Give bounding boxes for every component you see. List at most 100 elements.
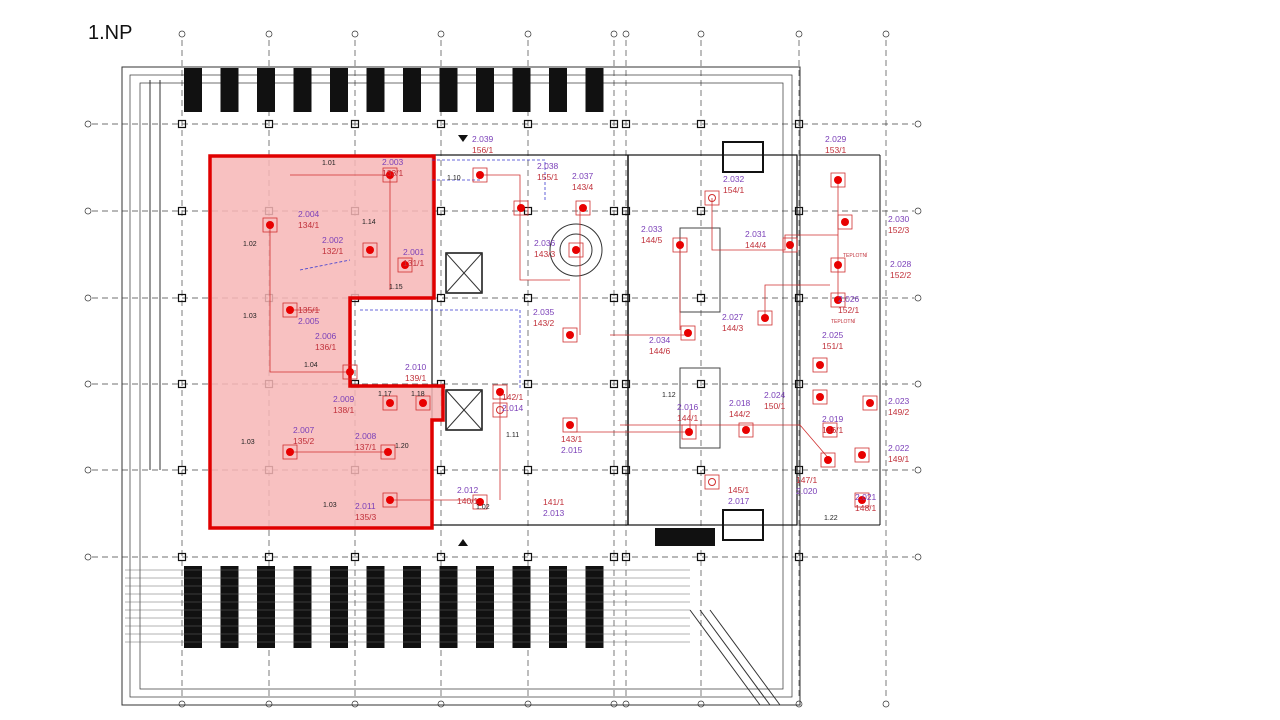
sensor-box — [704, 474, 720, 490]
grid-marker — [437, 700, 445, 708]
sensor-dot-icon — [476, 171, 484, 179]
column — [523, 552, 533, 562]
sensor-box — [862, 395, 878, 411]
parking-stripe — [184, 68, 202, 112]
device-code: 135/1 — [298, 305, 320, 315]
device-code: 156/1 — [472, 145, 494, 155]
device-id: 2.031 — [745, 229, 767, 239]
column — [177, 206, 187, 216]
parking-stripe — [439, 68, 458, 112]
column — [523, 119, 533, 129]
device-code: 144/3 — [722, 323, 744, 333]
grid-marker — [914, 120, 922, 128]
column — [609, 465, 619, 475]
grid-marker — [178, 700, 186, 708]
parking-stripes — [125, 68, 715, 648]
sensor-box — [830, 257, 846, 273]
room-number: 1.04 — [304, 362, 318, 369]
sensor-dot-icon — [496, 388, 504, 396]
grid-marker — [697, 30, 705, 38]
room-number: 1.02 — [476, 504, 490, 511]
sensor-dot-icon — [366, 246, 374, 254]
device-id: 2.022 — [888, 443, 910, 453]
parking-stripe — [366, 68, 385, 112]
device-code: 141/1 — [543, 497, 565, 507]
north-arrow-icon — [458, 135, 468, 142]
room-number: 1.01 — [322, 160, 336, 167]
column — [696, 293, 706, 303]
sensor-box — [854, 492, 870, 508]
device-code: 143/1 — [561, 434, 583, 444]
device-id: 2.020 — [796, 486, 818, 496]
sensor-dot-icon — [346, 368, 354, 376]
device-code: 138/1 — [333, 405, 355, 415]
room-number: 1.18 — [411, 391, 425, 398]
grid-marker — [610, 700, 618, 708]
device-code: 134/1 — [298, 220, 320, 230]
device-code: 144/1 — [677, 413, 699, 423]
device-code: 135/2 — [293, 436, 315, 446]
grid-marker — [882, 30, 890, 38]
parking-stripe — [184, 566, 202, 648]
sensor-dot-icon — [816, 393, 824, 401]
grid-marker — [524, 700, 532, 708]
device-id: 2.002 — [322, 235, 344, 245]
column — [696, 465, 706, 475]
parking-stripe — [512, 68, 531, 112]
grid-marker — [795, 30, 803, 38]
device-id: 2.006 — [315, 331, 337, 341]
device-id: 2.008 — [355, 431, 377, 441]
building-outline — [121, 66, 881, 706]
device-code: 133/1 — [382, 168, 404, 178]
device-code: 150/1 — [764, 401, 786, 411]
device-code: 140/1 — [457, 496, 479, 506]
column — [794, 552, 804, 562]
device-id: 2.024 — [764, 390, 786, 400]
column — [621, 379, 631, 389]
room-number: 1.20 — [395, 443, 409, 450]
device-id: 2.033 — [641, 224, 663, 234]
sensor-box — [262, 217, 278, 233]
grid-marker — [622, 30, 630, 38]
sensor-dot-icon — [266, 221, 274, 229]
column — [794, 119, 804, 129]
device-code: 149/1 — [888, 454, 910, 464]
section-arrow-icon — [458, 539, 468, 546]
grid-marker — [84, 553, 92, 561]
grid-marker — [351, 30, 359, 38]
room-number: 1.03 — [323, 502, 337, 509]
room-number: 1.22 — [824, 515, 838, 522]
sensor-dot-icon — [517, 204, 525, 212]
annotation-teplotni: TEPLOTNÍ — [843, 252, 868, 259]
grid-marker — [914, 466, 922, 474]
sensor-box — [415, 395, 431, 411]
device-code: 132/1 — [322, 246, 344, 256]
column — [264, 119, 274, 129]
device-id: 2.037 — [572, 171, 594, 181]
parking-stripe — [403, 68, 421, 112]
sensor-box — [382, 395, 398, 411]
parking-stripe — [220, 68, 239, 112]
room-number: 1.15 — [389, 284, 403, 291]
sensor-box — [492, 402, 508, 418]
sensor-box — [382, 167, 398, 183]
sensor-box — [812, 357, 828, 373]
device-id: 2.035 — [533, 307, 555, 317]
device-id: 2.004 — [298, 209, 320, 219]
device-code: 155/1 — [537, 172, 559, 182]
sensor-box — [568, 242, 584, 258]
sensor-box — [757, 310, 773, 326]
sensor-dot-icon — [401, 261, 409, 269]
device-code: 152/3 — [888, 225, 910, 235]
sensor-box — [704, 190, 720, 206]
device-code: 151/1 — [822, 341, 844, 351]
device-id: 2.036 — [534, 238, 556, 248]
column — [436, 119, 446, 129]
device-code: 144/6 — [649, 346, 671, 356]
sensor-box — [822, 422, 838, 438]
grid-marker — [622, 700, 630, 708]
data-routes — [299, 159, 546, 390]
column — [350, 552, 360, 562]
device-id: 2.025 — [822, 330, 844, 340]
